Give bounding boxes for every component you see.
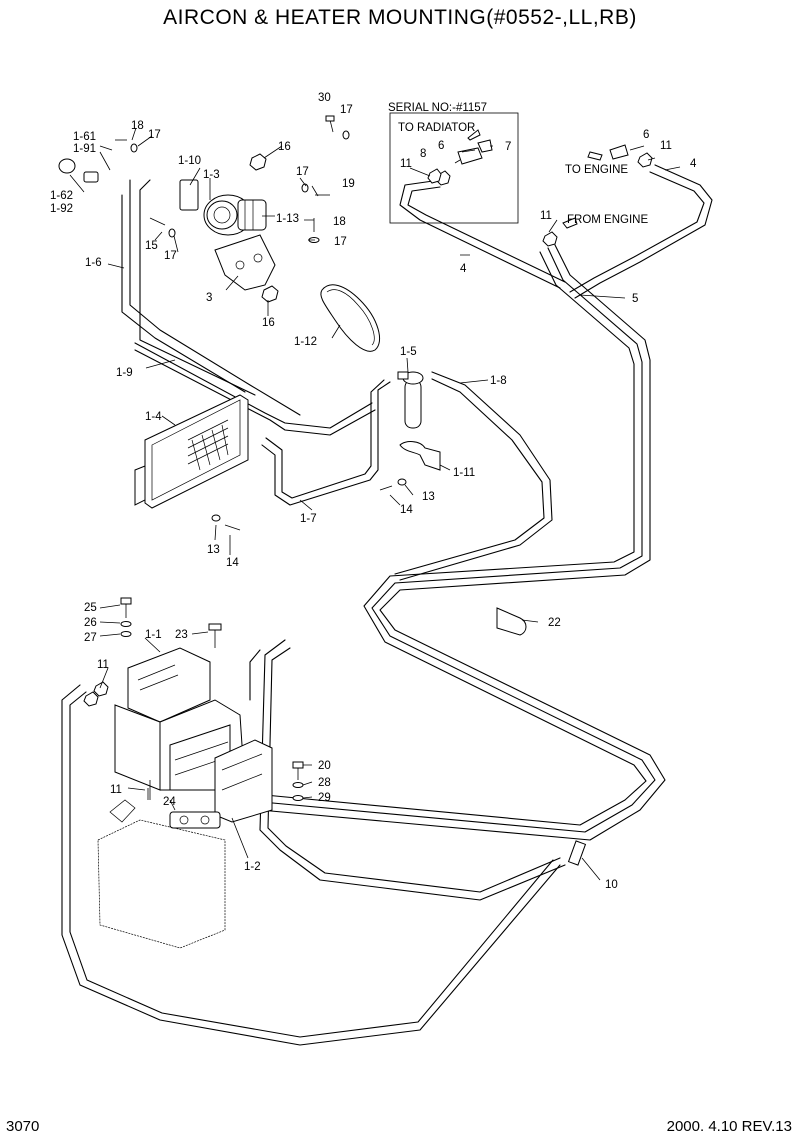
callout: 17: [340, 104, 353, 116]
condenser-grid: [187, 419, 229, 471]
callout: 1-8: [490, 375, 507, 387]
callout: 27: [84, 632, 97, 644]
callout: 3: [206, 292, 212, 304]
callout: 29: [318, 792, 331, 804]
callout: 4: [460, 263, 467, 275]
callout: 22: [548, 617, 561, 629]
compressor-assembly: [58, 153, 380, 352]
callout: 11: [660, 140, 672, 152]
callout: 26: [84, 617, 97, 629]
callout: 11: [540, 210, 552, 222]
callout: 15: [145, 240, 158, 252]
callout: 17: [296, 166, 309, 178]
hose-lines: [61, 164, 713, 1046]
callout: 14: [226, 557, 239, 569]
callout: 19: [342, 178, 355, 190]
callout: 7: [505, 141, 511, 153]
callout: 20: [318, 760, 331, 772]
callout: 1-61: [73, 131, 96, 143]
callout: 25: [84, 602, 97, 614]
callout: 1-3: [203, 169, 220, 181]
callout: 18: [333, 216, 346, 228]
callout: 5: [632, 293, 638, 305]
callout: 13: [422, 491, 435, 503]
callout: 30: [318, 92, 331, 104]
callout: 24: [163, 796, 176, 808]
callout: 1-5: [400, 346, 417, 358]
callout: 1-92: [50, 203, 73, 215]
callout: 16: [262, 317, 275, 329]
callout-labels: 30 17 18 17 1-61 1-91 1-10 16 1-3 17 19 …: [50, 92, 697, 891]
callout: 23: [175, 629, 188, 641]
callout: 1-12: [294, 336, 317, 348]
callout: 10: [605, 879, 618, 891]
callout: 1-1: [145, 629, 162, 641]
callout: 1-13: [276, 213, 299, 225]
to-radiator-note: TO RADIATOR: [398, 122, 475, 134]
page-title: AIRCON & HEATER MOUNTING(#0552-,LL,RB): [163, 6, 637, 29]
callout: 6: [438, 140, 444, 152]
callout: 1-10: [178, 155, 201, 167]
callout: 16: [278, 141, 291, 153]
callout: 18: [131, 120, 144, 132]
revision-date: 2000. 4.10 REV.13: [666, 1118, 792, 1135]
callout: 1-62: [50, 190, 73, 202]
callout: 4: [690, 158, 697, 170]
callout: 1-9: [116, 367, 133, 379]
callout: 1-6: [85, 257, 102, 269]
callout: 1-11: [453, 467, 475, 479]
condenser-and-drier: [134, 371, 587, 866]
callout: 17: [334, 236, 347, 248]
callout: 13: [207, 544, 220, 556]
callout: 17: [148, 129, 161, 141]
leader-lines: [69, 127, 681, 881]
callout: 11: [400, 158, 412, 170]
diagram-notes: SERIAL NO:-#1157 TO RADIATOR TO ENGINE F…: [388, 102, 648, 226]
page-number: 3070: [6, 1118, 40, 1135]
callout: 1-91: [73, 143, 96, 155]
callout: 6: [643, 129, 649, 141]
callout: 1-4: [145, 411, 162, 423]
from-engine-note: FROM ENGINE: [567, 214, 648, 226]
to-engine-note: TO ENGINE: [565, 164, 628, 176]
callout: 14: [400, 504, 413, 516]
callout: 1-2: [244, 861, 261, 873]
callout: 1-7: [300, 513, 317, 525]
callout: 17: [164, 250, 177, 262]
serial-note: SERIAL NO:-#1157: [388, 102, 487, 114]
callout: 11: [110, 784, 122, 796]
heater-unit: [97, 597, 304, 949]
callout: 28: [318, 777, 331, 789]
callout: 8: [420, 148, 426, 160]
callout: 11: [97, 659, 109, 671]
